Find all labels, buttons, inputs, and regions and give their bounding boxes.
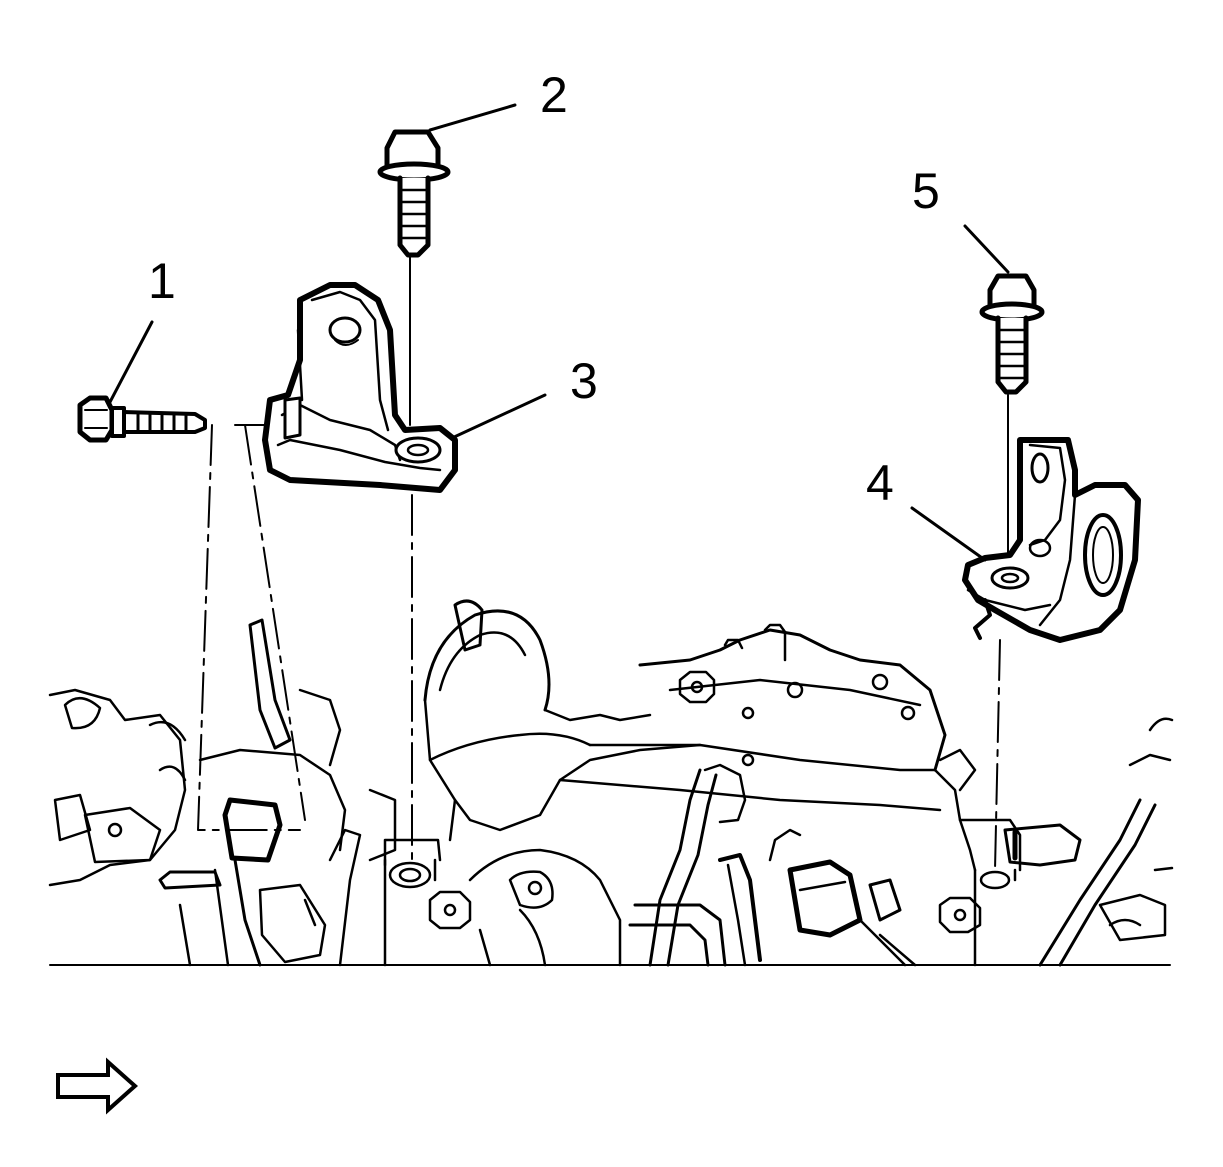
alignment-lines (197, 254, 1009, 871)
callout-2: 2 (540, 67, 568, 123)
leader-line-4 (910, 506, 987, 562)
callout-4: 4 (866, 455, 894, 511)
bracket-item-4 (962, 437, 1141, 643)
bracket-item-3 (262, 282, 458, 493)
leader-line-5 (963, 224, 1010, 274)
leader-line-3 (450, 393, 547, 440)
bolt-item-5 (979, 273, 1045, 395)
leader-line-2 (428, 103, 517, 132)
callout-labels: 1 2 3 4 5 (148, 67, 940, 511)
callout-3: 3 (570, 353, 598, 409)
bolt-item-1 (77, 395, 207, 443)
leader-lines (108, 103, 1010, 562)
arrow-right-icon (56, 1057, 139, 1115)
engine-assembly (48, 599, 1174, 967)
leader-line-1 (108, 320, 154, 404)
callout-1: 1 (148, 253, 176, 309)
callout-5: 5 (912, 163, 940, 219)
bolt-item-2 (377, 129, 451, 258)
